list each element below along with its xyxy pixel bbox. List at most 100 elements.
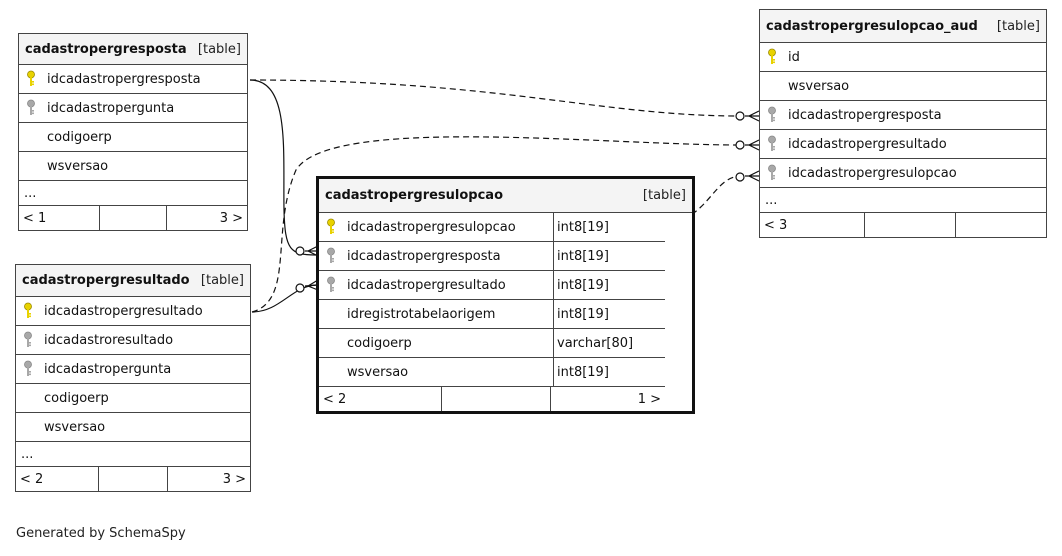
table-cadastropergresposta[interactable]: cadastropergresposta [table] idcadastrop… [18, 33, 248, 231]
primary-key-icon [19, 70, 43, 88]
foreign-key-icon [16, 331, 40, 349]
foreign-key-icon [760, 135, 784, 153]
column-row[interactable]: idcadastropergresposta int8[19] [319, 242, 665, 271]
column-name: wsversao [788, 78, 850, 94]
column-row[interactable]: wsversao int8[19] [319, 358, 665, 387]
foreign-key-icon [760, 106, 784, 124]
primary-key-icon [760, 48, 784, 66]
column-name: idcadastropergunta [47, 100, 175, 116]
table-footer: < 2 1 > [319, 387, 665, 411]
table-type: [table] [642, 188, 686, 203]
column-name: codigoerp [47, 129, 112, 145]
foreign-key-icon [16, 360, 40, 378]
column-row[interactable]: idcadastropergunta [19, 94, 247, 123]
column-row[interactable]: idcadastropergresposta [760, 101, 1046, 130]
column-name: idcadastropergresposta [47, 71, 201, 87]
column-name: idcadastropergresultado [347, 277, 506, 293]
column-name: codigoerp [347, 335, 412, 351]
column-type: int8[19] [553, 358, 665, 386]
marker-opcao-resultado [295, 279, 319, 293]
more-columns: ... [19, 181, 247, 206]
column-name: idcadastropergresposta [788, 107, 942, 123]
table-type: [table] [996, 18, 1040, 34]
column-row[interactable]: idcadastropergunta [16, 355, 250, 384]
table-name: cadastropergresposta [25, 41, 187, 57]
column-type: int8[19] [553, 213, 665, 241]
table-header: cadastropergresposta [table] [19, 34, 247, 65]
footer-spacer [100, 206, 167, 230]
column-type: int8[19] [553, 300, 665, 328]
marker-aud-resposta [735, 110, 760, 122]
column-row[interactable]: wsversao [16, 413, 250, 442]
footer-spacer [442, 387, 551, 411]
more-columns: ... [760, 188, 1046, 213]
footer-children[interactable]: 3 > [219, 210, 243, 226]
footer-parents[interactable]: < 1 [19, 206, 100, 230]
primary-key-icon [319, 218, 343, 236]
column-row[interactable]: codigoerp [16, 384, 250, 413]
table-type: [table] [200, 273, 244, 288]
link-resposta-opcao [249, 79, 317, 256]
column-name: wsversao [347, 364, 409, 380]
column-name: idcadastropergresulopcao [788, 165, 957, 181]
column-name: idcadastropergresultado [44, 303, 203, 319]
column-name: codigoerp [44, 390, 109, 406]
column-row[interactable]: idcadastropergresultado [16, 297, 250, 326]
column-row[interactable]: idcadastropergresulopcao int8[19] [319, 213, 665, 242]
column-type: int8[19] [553, 242, 665, 270]
column-name: idregistrotabelaorigem [347, 306, 496, 322]
table-name: cadastropergresultado [22, 273, 190, 288]
footer-children[interactable] [956, 213, 1046, 237]
column-row[interactable]: idcadastroresultado [16, 326, 250, 355]
footer-children[interactable]: 3 > [222, 471, 246, 487]
table-cadastropergresultado[interactable]: cadastropergresultado [table] idcadastro… [15, 264, 251, 492]
column-name: wsversao [44, 419, 106, 435]
primary-key-icon [16, 302, 40, 320]
column-type: varchar[80] [553, 329, 665, 357]
marker-opcao-resposta [295, 245, 319, 257]
table-name: cadastropergresulopcao_aud [766, 18, 978, 34]
footer-spacer [99, 467, 168, 491]
table-cadastropergresulopcao[interactable]: cadastropergresulopcao [table] idcadastr… [316, 176, 695, 414]
link-resultado-aud [251, 136, 741, 313]
column-row[interactable]: idcadastropergresulopcao [760, 159, 1046, 188]
foreign-key-icon [19, 99, 43, 117]
table-name: cadastropergresulopcao [325, 188, 504, 203]
column-row[interactable]: codigoerp [19, 123, 247, 152]
column-row[interactable]: codigoerp varchar[80] [319, 329, 665, 358]
table-header: cadastropergresultado [table] [16, 265, 250, 297]
column-name: wsversao [47, 158, 109, 174]
table-header: cadastropergresulopcao_aud [table] [760, 10, 1046, 43]
footer-spacer [865, 213, 956, 237]
table-footer: < 3 [760, 213, 1046, 237]
column-row[interactable]: idcadastropergresultado [760, 130, 1046, 159]
footer-children[interactable]: 1 > [637, 391, 661, 407]
column-row[interactable]: id [760, 43, 1046, 72]
table-footer: < 1 3 > [19, 206, 247, 230]
column-name: idcadastropergresposta [347, 248, 501, 264]
column-row[interactable]: idcadastropergresposta [19, 65, 247, 94]
footer-parents[interactable]: < 2 [319, 387, 442, 411]
link-resposta-aud [249, 79, 741, 117]
marker-aud-resultado [735, 139, 760, 151]
column-name: idcadastropergresulopcao [347, 219, 516, 235]
column-name: id [788, 49, 800, 65]
table-type: [table] [197, 41, 241, 57]
table-footer: < 2 3 > [16, 467, 250, 491]
generated-by-label: Generated by SchemaSpy [16, 526, 186, 541]
column-name: idcadastropergunta [44, 361, 172, 377]
table-cadastropergresulopcao-aud[interactable]: cadastropergresulopcao_aud [table] id wsv… [759, 9, 1047, 238]
footer-parents[interactable]: < 3 [760, 213, 865, 237]
column-row[interactable]: wsversao [760, 72, 1046, 101]
marker-aud-opcao [735, 170, 760, 182]
foreign-key-icon [319, 276, 343, 294]
column-row[interactable]: wsversao [19, 152, 247, 181]
more-columns: ... [16, 442, 250, 467]
column-row[interactable]: idregistrotabelaorigem int8[19] [319, 300, 665, 329]
column-name: idcadastropergresultado [788, 136, 947, 152]
footer-parents[interactable]: < 2 [16, 467, 99, 491]
column-name: idcadastroresultado [44, 332, 174, 348]
foreign-key-icon [319, 247, 343, 265]
